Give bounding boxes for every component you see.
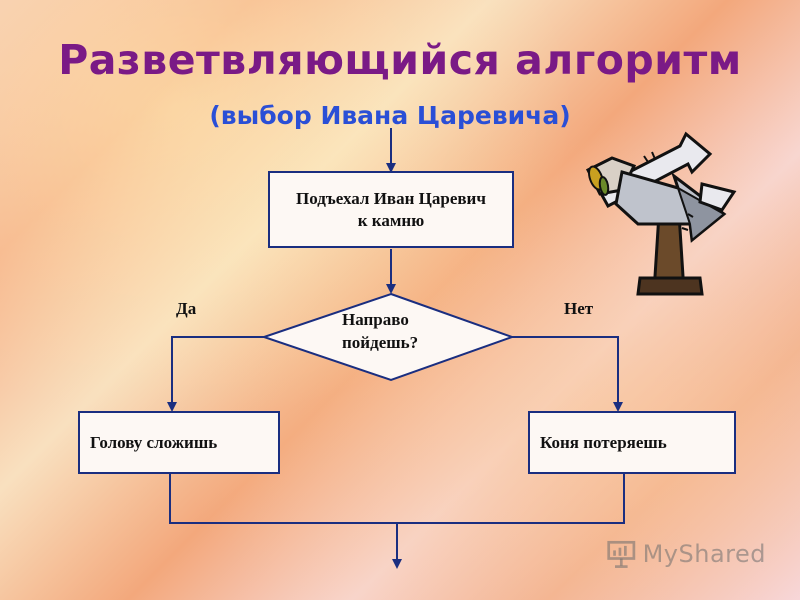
no-result-block: Коня потеряешь — [528, 411, 736, 474]
start-block: Подъехал Иван Царевич к камню — [268, 171, 514, 248]
decision-line-1: Направо — [342, 310, 409, 329]
branch-yes-label: Да — [176, 299, 197, 318]
yes-branch-arrow — [167, 336, 264, 412]
yes-result-block: Голову сложишь — [78, 411, 280, 474]
decision-diamond — [260, 292, 515, 382]
signpost-clipart-icon — [585, 131, 737, 296]
watermark-text: MyShared — [642, 540, 766, 568]
slide-title: Разветвляющийся алгоритм — [58, 36, 742, 84]
presentation-board-icon — [607, 540, 636, 568]
no-result-text: Коня потеряешь — [540, 432, 667, 452]
no-branch-arrow — [512, 336, 623, 412]
slide-subtitle: (выбор Ивана Царевича) — [209, 101, 571, 130]
branch-no-label: Нет — [564, 299, 594, 318]
watermark: MyShared — [606, 536, 766, 572]
start-block-text: Подъехал Иван Царевич к камню — [296, 188, 486, 230]
decision-label: Направо пойдешь? — [330, 308, 450, 354]
decision-line-2: пойдешь? — [342, 333, 419, 352]
yes-result-text: Голову сложишь — [90, 432, 218, 452]
